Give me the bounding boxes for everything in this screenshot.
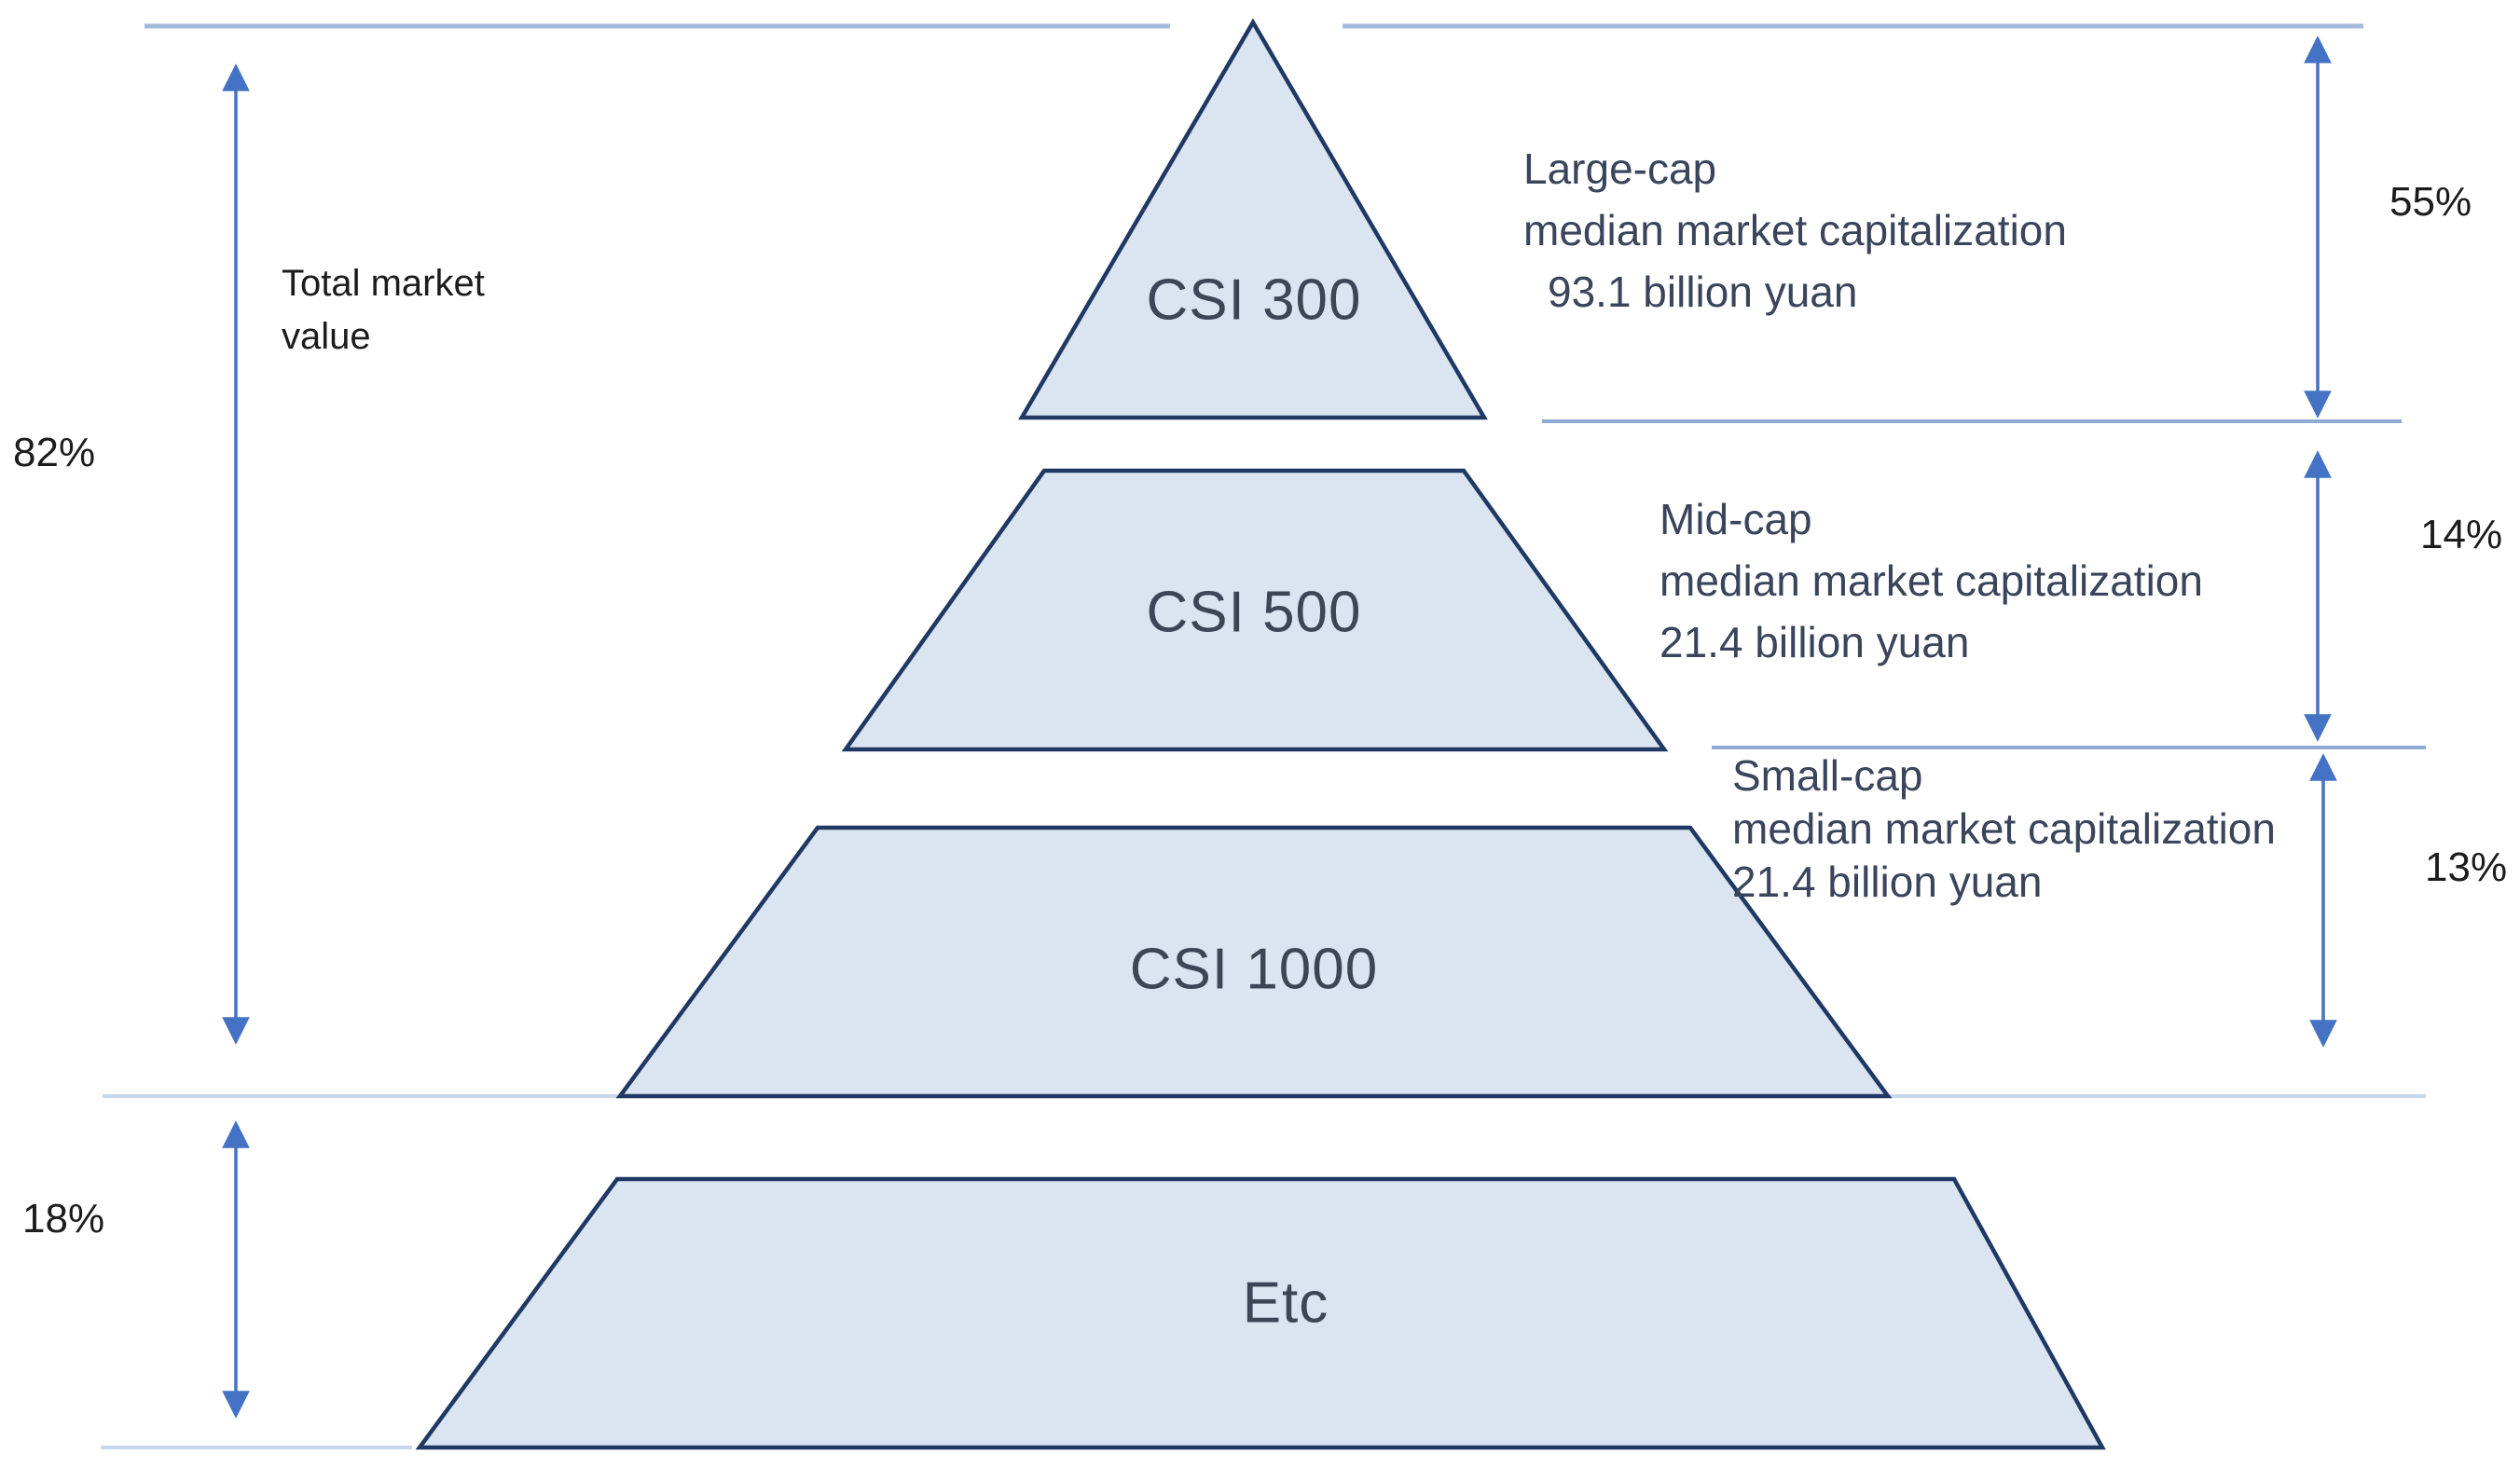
total-market-value-label: Total market value xyxy=(282,263,485,357)
share-14pct-label: 14% xyxy=(2420,512,2503,557)
share-82pct-label: 82% xyxy=(13,430,96,475)
large-cap-value: 93.1 billion yuan xyxy=(1548,268,1858,316)
level-shape-csi-500 xyxy=(841,468,1669,752)
measure-arrow-14pct xyxy=(2304,450,2332,742)
mid-cap-category: Mid-cap xyxy=(1659,495,1812,543)
share-18pct-label: 18% xyxy=(22,1196,105,1242)
small-cap-annotation: Small-cap median market capitalization 2… xyxy=(1732,749,2276,909)
level-label-csi-500: CSI 500 xyxy=(1146,580,1362,645)
share-55pct-label: 55% xyxy=(2389,179,2472,225)
level-shape-csi-1000 xyxy=(615,825,1893,1099)
measure-arrow-13pct xyxy=(2309,753,2337,1048)
large-cap-annotation: Large-cap median market capitalization 9… xyxy=(1523,138,2067,322)
mid-cap-value: 21.4 billion yuan xyxy=(1659,618,1970,666)
small-cap-metric: median market capitalization xyxy=(1732,804,2276,853)
level-label-csi-300: CSI 300 xyxy=(1146,268,1362,333)
small-cap-category: Small-cap xyxy=(1732,751,1923,800)
measure-arrow-18pct xyxy=(222,1120,250,1419)
level-shape-csi-300 xyxy=(1018,18,1488,420)
share-13pct-label: 13% xyxy=(2425,844,2508,890)
mid-cap-metric: median market capitalization xyxy=(1659,556,2203,605)
large-cap-category: Large-cap xyxy=(1523,144,1717,193)
large-cap-metric: median market capitalization xyxy=(1523,206,2067,254)
mid-cap-annotation: Mid-cap median market capitalization 21.… xyxy=(1659,488,2203,673)
small-cap-value: 21.4 billion yuan xyxy=(1732,857,2043,906)
measure-arrow-55pct xyxy=(2304,35,2332,418)
level-shape-etc xyxy=(415,1176,2106,1450)
measure-arrow-82pct xyxy=(222,63,250,1045)
level-label-csi-1000: CSI 1000 xyxy=(1129,937,1379,1002)
level-label-etc: Etc xyxy=(1242,1270,1329,1336)
